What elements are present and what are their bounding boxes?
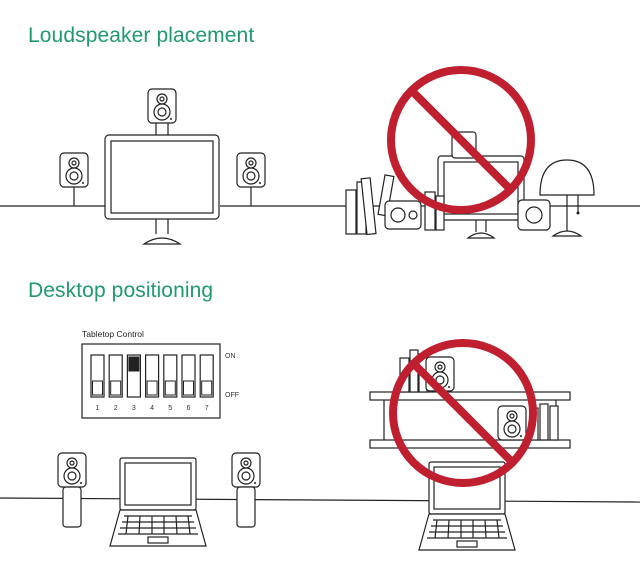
laptop-correct bbox=[109, 457, 207, 547]
dip-switch-knob bbox=[128, 356, 140, 372]
books bbox=[345, 174, 395, 236]
desk-line bbox=[0, 497, 640, 503]
monitor-cluttered bbox=[437, 155, 525, 239]
incorrect-desktop-scene bbox=[369, 339, 571, 551]
dip-switch-number: 5 bbox=[168, 405, 172, 412]
dip-switch-3: 3 bbox=[126, 354, 142, 412]
tabletop-control-panel: Tabletop Control ON OFF 1 2 3 4 5 6 7 bbox=[81, 329, 239, 419]
off-label: OFF bbox=[225, 392, 239, 399]
dip-switch-number: 3 bbox=[132, 405, 136, 412]
dip-switch-number: 6 bbox=[187, 405, 191, 412]
dip-switch-number: 7 bbox=[205, 405, 209, 412]
prohibited-sign bbox=[387, 66, 535, 214]
correct-placement-scene bbox=[0, 88, 640, 245]
dip-switch-knob bbox=[146, 380, 158, 396]
speaker-left bbox=[59, 152, 89, 206]
loudspeaker-placement-heading: Loudspeaker placement bbox=[28, 24, 255, 47]
side-objects bbox=[424, 191, 445, 231]
speaker-right bbox=[236, 152, 266, 206]
dip-switch-number: 4 bbox=[150, 405, 154, 412]
prohibited-sign bbox=[389, 339, 537, 487]
speaker-desk-right bbox=[231, 452, 261, 528]
tabletop-control-title: Tabletop Control bbox=[82, 329, 144, 339]
shelf-lower bbox=[369, 439, 571, 449]
dip-switch-knob bbox=[110, 380, 122, 396]
on-label: ON bbox=[225, 353, 236, 360]
mushroom-lamp bbox=[539, 159, 595, 237]
incorrect-placement-scene bbox=[345, 66, 595, 239]
dip-switch-1: 1 bbox=[90, 354, 105, 412]
dip-switch-knob bbox=[164, 380, 176, 396]
speaker-center bbox=[147, 88, 177, 135]
dip-switch-knob bbox=[183, 380, 194, 396]
speaker-desk-left bbox=[57, 452, 87, 528]
dip-switch-knob bbox=[201, 380, 213, 396]
correct-desktop-scene bbox=[0, 452, 640, 547]
dip-switch-4: 4 bbox=[145, 354, 160, 412]
dip-switch-6: 6 bbox=[181, 354, 196, 412]
desktop-positioning-heading: Desktop positioning bbox=[28, 279, 214, 302]
dip-switch-number: 2 bbox=[114, 405, 118, 412]
dip-switch-7: 7 bbox=[199, 354, 214, 412]
monitor bbox=[104, 134, 220, 245]
dip-switch-5: 5 bbox=[163, 354, 178, 412]
dip-switch-knob bbox=[92, 380, 103, 396]
dip-switch-2: 2 bbox=[108, 354, 123, 412]
dip-switch-number: 1 bbox=[96, 405, 100, 412]
speaker-lying-left bbox=[384, 200, 422, 230]
speaker-right-cluttered bbox=[517, 199, 551, 231]
